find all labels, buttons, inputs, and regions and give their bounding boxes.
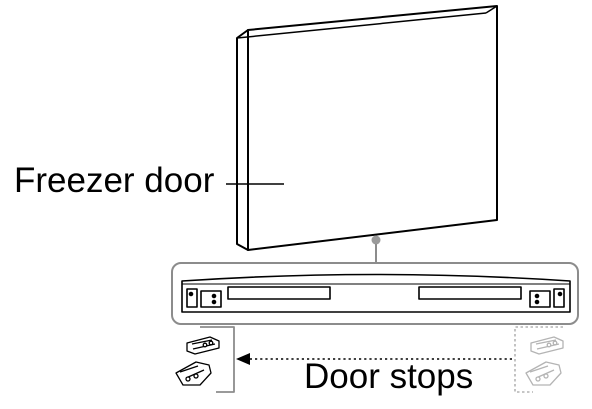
left-arrow (236, 353, 512, 365)
door-stop-bracket-icon (175, 326, 235, 393)
freezer-door-label: Freezer door (14, 161, 215, 200)
callout-connector (371, 235, 381, 263)
door-bottom-edge (181, 273, 571, 313)
door-stop-bracket-ghost-icon (514, 326, 564, 393)
left-door-stop-mount (186, 288, 222, 308)
door-stops-label: Door stops (304, 357, 474, 396)
left-slot (227, 286, 331, 300)
right-slot (418, 286, 522, 300)
right-door-stop-mount (529, 288, 565, 308)
freezer-door (236, 5, 498, 251)
connector-dot (371, 235, 381, 245)
